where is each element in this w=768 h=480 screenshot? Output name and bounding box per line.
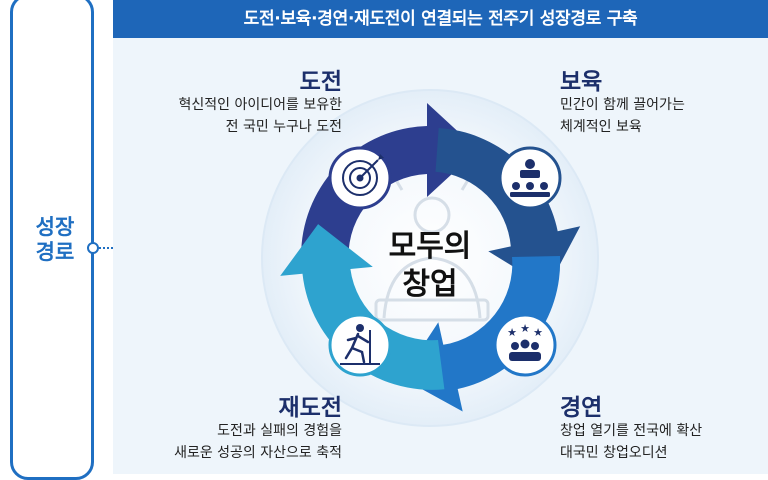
- arrow-incubation-to-competition: [435, 128, 581, 288]
- stage-desc-rechallenge: 도전과 실패의 경험을 새로운 성공의 자산으로 축적: [174, 423, 342, 461]
- svg-text:★: ★: [533, 326, 543, 339]
- stage-desc-competition: 창업 열기를 전국에 확산 대국민 창업오디션: [560, 423, 703, 461]
- stage-title-challenge: 도전: [299, 69, 342, 95]
- audition-icon: ★ ★ ★: [493, 313, 557, 377]
- arrow-rechallenge-to-challenge: [280, 224, 445, 390]
- growth-path-frame: 성장 경로: [10, 0, 94, 480]
- stage-title-incubation: 보육: [560, 69, 603, 95]
- running-icon: [328, 313, 392, 377]
- stage-title-rechallenge: 재도전: [278, 395, 342, 421]
- banner-title: 도전·보육·경연·재도전이 연결되는 전주기 성장경로 구축: [113, 0, 768, 38]
- svg-text:★: ★: [507, 326, 517, 339]
- svg-text:★: ★: [520, 322, 530, 335]
- connector-dot: [87, 242, 99, 254]
- center-label: 모두의 창업: [388, 229, 472, 302]
- target-icon: [328, 146, 392, 210]
- stage-desc-challenge: 혁신적인 아이디어를 보유한 전 국민 누구나 도전: [178, 97, 342, 135]
- stage-desc-incubation: 민간이 함께 끌어가는 체계적인 보육: [560, 97, 685, 135]
- stage-title-competition: 경연: [560, 395, 603, 421]
- connector-line: [99, 247, 117, 249]
- training-icon: [498, 146, 562, 210]
- growth-path-label: 성장 경로: [35, 215, 75, 264]
- cycle-diagram: ★ ★ ★: [261, 89, 599, 427]
